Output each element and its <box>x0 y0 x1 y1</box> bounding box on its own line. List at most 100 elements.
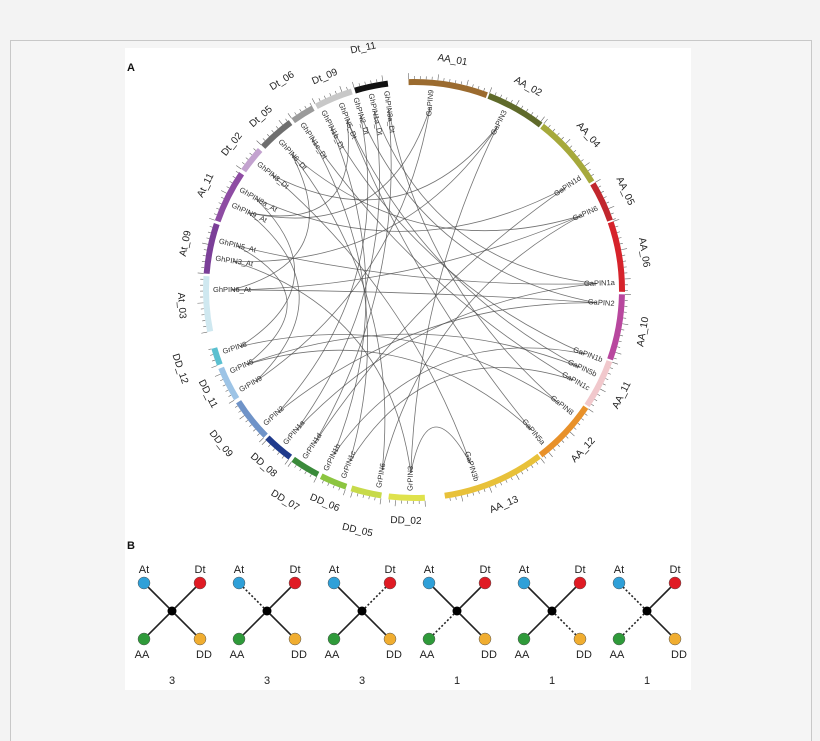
tick-mark <box>604 197 607 198</box>
tick-mark <box>276 126 278 128</box>
tick-mark <box>598 186 601 187</box>
chromosome-aa-01: AA_01 <box>408 52 488 98</box>
chromosome-at-03: At_03 <box>175 276 213 333</box>
chromosome-aa-04: AA_04 <box>540 119 602 183</box>
chromosome-band <box>590 182 613 221</box>
chromosome-label: Dt_05 <box>248 104 276 130</box>
node-aa <box>423 633 435 645</box>
tick-mark <box>369 496 370 499</box>
tick-mark <box>621 330 624 331</box>
gene-label: GaPIN1a <box>584 278 616 288</box>
tick-mark <box>553 449 555 451</box>
tick-mark <box>259 438 263 442</box>
gene-label: GrPIN3 <box>405 466 414 491</box>
chromosome-dd-06: DD_06 <box>308 473 347 514</box>
tick-mark <box>541 117 545 122</box>
chromosome-label: AA_05 <box>614 175 637 207</box>
node-label: At <box>519 564 529 576</box>
tick-mark <box>201 332 207 333</box>
gene-label: GrPIN6 <box>374 462 387 488</box>
node-label: AA <box>515 649 530 661</box>
tick-mark <box>333 485 334 488</box>
synteny-link <box>347 120 532 430</box>
tick-mark <box>536 116 538 118</box>
gene-label: GrPIN2 <box>261 404 286 427</box>
node-at <box>613 577 625 589</box>
tick-mark <box>346 87 347 90</box>
tick-mark <box>506 97 507 100</box>
synteny-link <box>236 246 596 284</box>
tick-mark <box>531 465 533 467</box>
tick-mark <box>324 96 325 99</box>
tick-mark <box>263 138 265 140</box>
tick-mark <box>621 249 627 250</box>
chromosome-label: AA_04 <box>574 120 602 150</box>
node-center <box>643 607 652 616</box>
tick-mark <box>591 404 594 406</box>
chromosome-band <box>408 79 487 98</box>
tick-mark <box>365 82 366 85</box>
tick-mark <box>300 109 302 112</box>
tick-mark <box>253 148 255 150</box>
tick-mark <box>375 497 376 500</box>
chromosome-label: DD_11 <box>196 378 220 410</box>
chromosome-label: AA_10 <box>635 316 651 348</box>
tick-mark <box>229 400 234 403</box>
tick-mark <box>606 202 609 203</box>
tick-mark <box>495 485 496 488</box>
gene-label: GrPIN9 <box>237 374 263 394</box>
node-label: Dt <box>290 564 301 576</box>
node-dt <box>574 577 586 589</box>
tick-mark <box>585 414 587 416</box>
tick-mark <box>484 88 485 91</box>
tick-mark <box>614 219 620 221</box>
tick-mark <box>473 493 474 496</box>
synteny-link <box>411 427 471 473</box>
tree-count: 3 <box>264 675 270 687</box>
node-dd <box>479 633 491 645</box>
tick-mark <box>357 493 358 496</box>
tick-mark <box>330 93 331 96</box>
tick-mark <box>277 452 279 454</box>
tick-mark <box>531 112 533 114</box>
tick-mark <box>236 171 238 173</box>
gene-label: GrPIN5 <box>228 357 255 375</box>
tick-mark <box>246 158 248 160</box>
tick-mark <box>279 120 283 125</box>
tick-mark <box>210 355 213 356</box>
chromosome-label: AA_06 <box>636 237 652 269</box>
chromosome-dd-07: DD_07 <box>269 457 320 514</box>
chromosome-label: DD_07 <box>269 488 302 514</box>
tick-mark <box>616 352 622 354</box>
tick-mark <box>473 84 474 87</box>
tick-mark <box>211 366 217 368</box>
tick-mark <box>456 497 457 500</box>
tick-mark <box>235 406 238 408</box>
tick-mark <box>215 374 221 376</box>
tick-mark <box>262 440 266 444</box>
tick-mark <box>490 87 492 93</box>
tick-mark <box>343 490 345 496</box>
synteny-link <box>248 213 299 382</box>
gene-label: GaPIN9 <box>424 89 435 116</box>
chromosome-label: DD_02 <box>390 515 422 527</box>
node-label: DD <box>386 649 402 661</box>
chromosome-label: Dt_02 <box>220 130 246 158</box>
tick-mark <box>300 468 302 471</box>
tick-mark <box>588 169 590 171</box>
tick-mark <box>479 491 480 494</box>
tick-mark <box>578 423 580 425</box>
chromosome-band <box>388 493 425 501</box>
tick-mark <box>288 113 291 118</box>
gene-label: GaPIN3b <box>463 450 481 482</box>
synteny-link <box>312 138 574 380</box>
node-label: Dt <box>195 564 206 576</box>
tick-mark <box>549 452 553 457</box>
tick-mark <box>246 420 248 422</box>
tick-mark <box>608 373 611 374</box>
tick-mark <box>233 176 236 178</box>
tick-mark <box>562 137 564 139</box>
